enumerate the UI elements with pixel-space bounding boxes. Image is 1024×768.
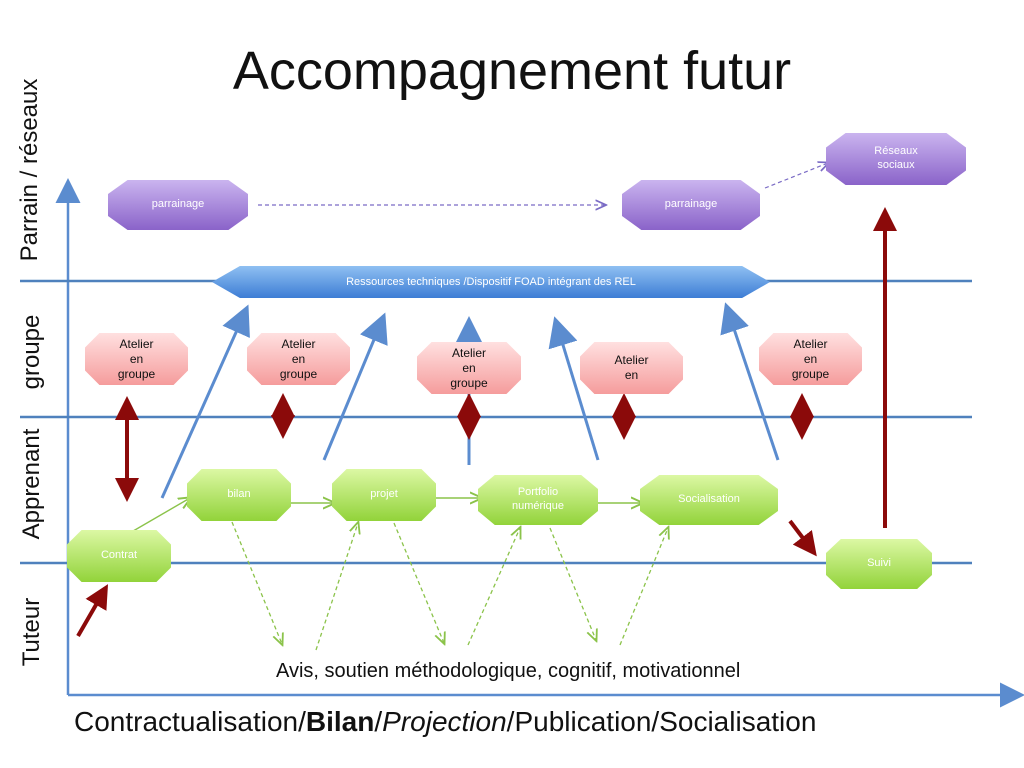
parrainage-node-1: parrainage (108, 180, 248, 230)
contrat-label: Contrat (100, 549, 138, 562)
atelier-label-line2: en (129, 351, 144, 366)
axes (55, 178, 1024, 708)
x-axis-part-bilan: Bilan (305, 706, 375, 737)
atelier-label-line1: Atelier (281, 336, 316, 351)
ressources-band: Ressources techniques /Dispositif FOAD i… (212, 266, 770, 298)
lane-label-parrain: Parrain / réseaux (16, 78, 43, 262)
flow-arrows (127, 498, 642, 535)
tutor-support-arrows (231, 521, 668, 651)
lane-label-groupe: groupe (18, 314, 45, 390)
resource-arrow (548, 316, 600, 461)
atelier-label-line3: groupe (791, 366, 830, 381)
bilan-label: bilan (227, 488, 251, 501)
parrainage-node-2: parrainage (622, 180, 760, 230)
contrat-entry-arrow (76, 584, 109, 638)
support-arrow (315, 523, 358, 651)
tutor-support-label: Avis, soutien méthodologique, cognitif, … (276, 660, 741, 682)
socialisation-node: Socialisation (640, 475, 778, 525)
page-title: Accompagnement futur (232, 41, 792, 101)
dark-red-arrows (76, 207, 897, 638)
lane-label-tuteur: Tuteur (18, 597, 45, 667)
portfolio-label-line1: Portfolio (517, 486, 559, 499)
support-arrow (393, 522, 444, 643)
atelier-label-line2: en (803, 351, 818, 366)
ressources-label: Ressources techniques /Dispositif FOAD i… (346, 276, 636, 288)
projet-label: projet (370, 488, 398, 501)
resource-arrow (160, 304, 250, 499)
support-arrow (467, 528, 520, 646)
parrainage-label: parrainage (664, 198, 718, 211)
x-axis-separator: / (374, 706, 383, 737)
atelier-label-line2: en (624, 368, 639, 382)
atelier-label-line3: groupe (117, 366, 156, 381)
x-axis-part-publication: /Publication/Socialisation (506, 706, 817, 737)
portfolio-label-line2: numérique (512, 500, 564, 512)
suivi-label: Suivi (867, 557, 891, 570)
atelier-label-line2: en (291, 351, 306, 366)
flow-arrow (127, 498, 190, 535)
support-arrow (619, 528, 668, 646)
parrainage-label: parrainage (151, 198, 205, 211)
contrat-node: Contrat (67, 530, 171, 582)
reseaux-dashed-arrow (764, 163, 828, 189)
support-arrow (231, 521, 282, 644)
lane-label-apprenant: Apprenant (18, 428, 45, 540)
x-axis-part-projection: Projection (382, 706, 507, 737)
x-axis-part-contractualisation: Contractualisation/ (74, 706, 306, 737)
atelier-label-line2: en (462, 360, 476, 375)
resource-arrow (322, 312, 388, 461)
suivi-node: Suivi (826, 539, 932, 589)
reseaux-label-line1: Réseaux (874, 145, 918, 158)
atelier-label-line3: groupe (450, 375, 488, 390)
bilan-node: bilan (187, 469, 291, 521)
support-arrow (549, 527, 596, 640)
x-axis-label: Contractualisation/Bilan/Projection/Publ… (74, 706, 816, 738)
atelier-label-line1: Atelier (119, 336, 154, 351)
socialisation-label: Socialisation (678, 493, 740, 506)
atelier-label-line1: Atelier (614, 353, 649, 367)
socialisation-to-suivi-arrow (788, 519, 817, 557)
atelier-label-line1: Atelier (793, 336, 828, 351)
resource-arrow (720, 302, 780, 461)
atelier-label-line3: groupe (279, 366, 318, 381)
projet-node: projet (332, 469, 436, 521)
reseaux-label-line2: sociaux (877, 159, 915, 171)
atelier-label-line1: Atelier (451, 345, 486, 360)
